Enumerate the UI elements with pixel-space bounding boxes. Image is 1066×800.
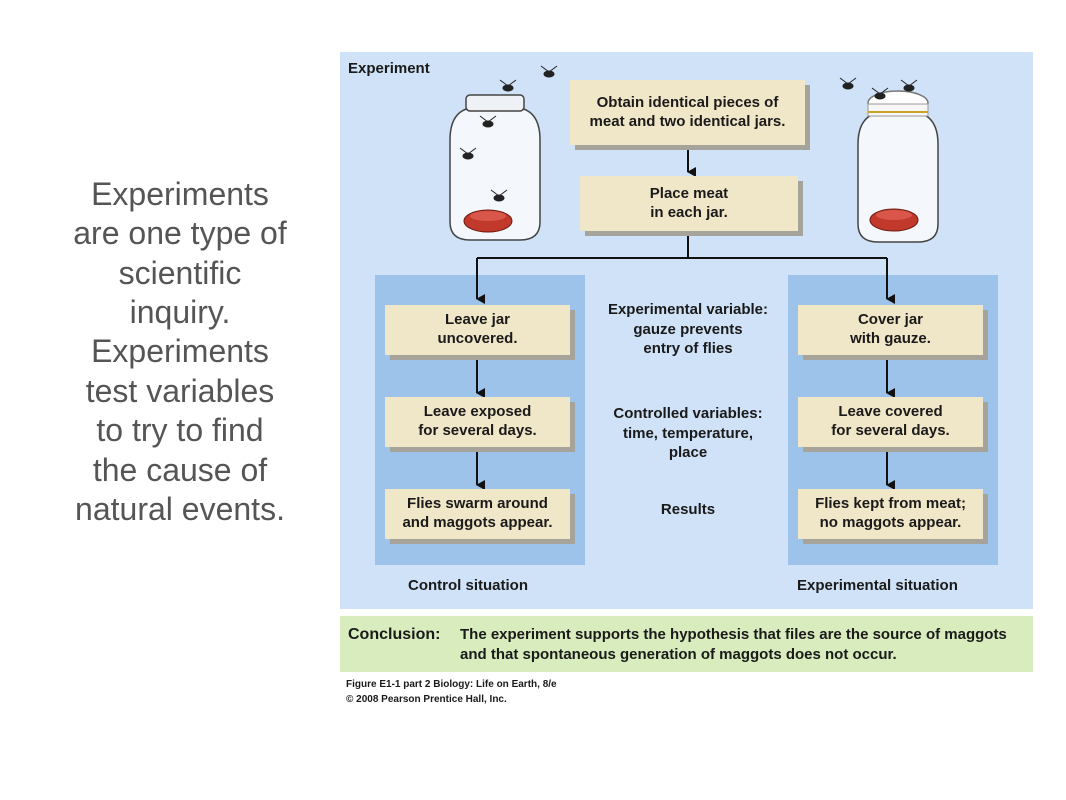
fly-icon <box>900 79 918 92</box>
control-step-uncovered: Leave jar uncovered. <box>385 305 570 355</box>
fly-icon <box>479 115 497 128</box>
fly-icon <box>839 77 857 90</box>
figure-credit-line1: Figure E1-1 part 2 Biology: Life on Eart… <box>346 679 557 690</box>
controlled-variables-label: Controlled variables: time, temperature,… <box>613 405 763 461</box>
experimental-step-covered: Cover jar with gauze. <box>798 305 983 355</box>
experimental-step-result: Flies kept from meat; no maggots appear. <box>798 489 983 539</box>
fly-icon <box>871 87 889 100</box>
conclusion-label: Conclusion: <box>348 626 441 643</box>
fly-icon <box>459 147 477 160</box>
figure-title: Experiment <box>348 60 430 77</box>
covered-jar-illustration <box>857 90 939 243</box>
experimental-step-covered-days: Leave covered for several days. <box>798 397 983 447</box>
figure-credit-line2: © 2008 Pearson Prentice Hall, Inc. <box>346 694 507 705</box>
open-jar-illustration <box>449 94 541 241</box>
results-label: Results <box>660 501 716 518</box>
control-step-exposed: Leave exposed for several days. <box>385 397 570 447</box>
conclusion-bar <box>340 616 1033 672</box>
control-situation-caption: Control situation <box>408 577 528 594</box>
slide-body-text: Experiments are one type of scientific i… <box>73 176 287 527</box>
experimental-situation-caption: Experimental situation <box>797 577 958 594</box>
fly-icon <box>540 65 558 78</box>
fly-icon <box>499 79 517 92</box>
conclusion-text: The experiment supports the hypothesis t… <box>460 626 1007 663</box>
control-step-result: Flies swarm around and maggots appear. <box>385 489 570 539</box>
experimental-variable-label: Experimental variable: gauze prevents en… <box>607 301 769 357</box>
step-obtain-box: Obtain identical pieces of meat and two … <box>570 80 805 145</box>
step-place-box: Place meat in each jar. <box>580 176 798 231</box>
fly-icon <box>490 189 508 202</box>
